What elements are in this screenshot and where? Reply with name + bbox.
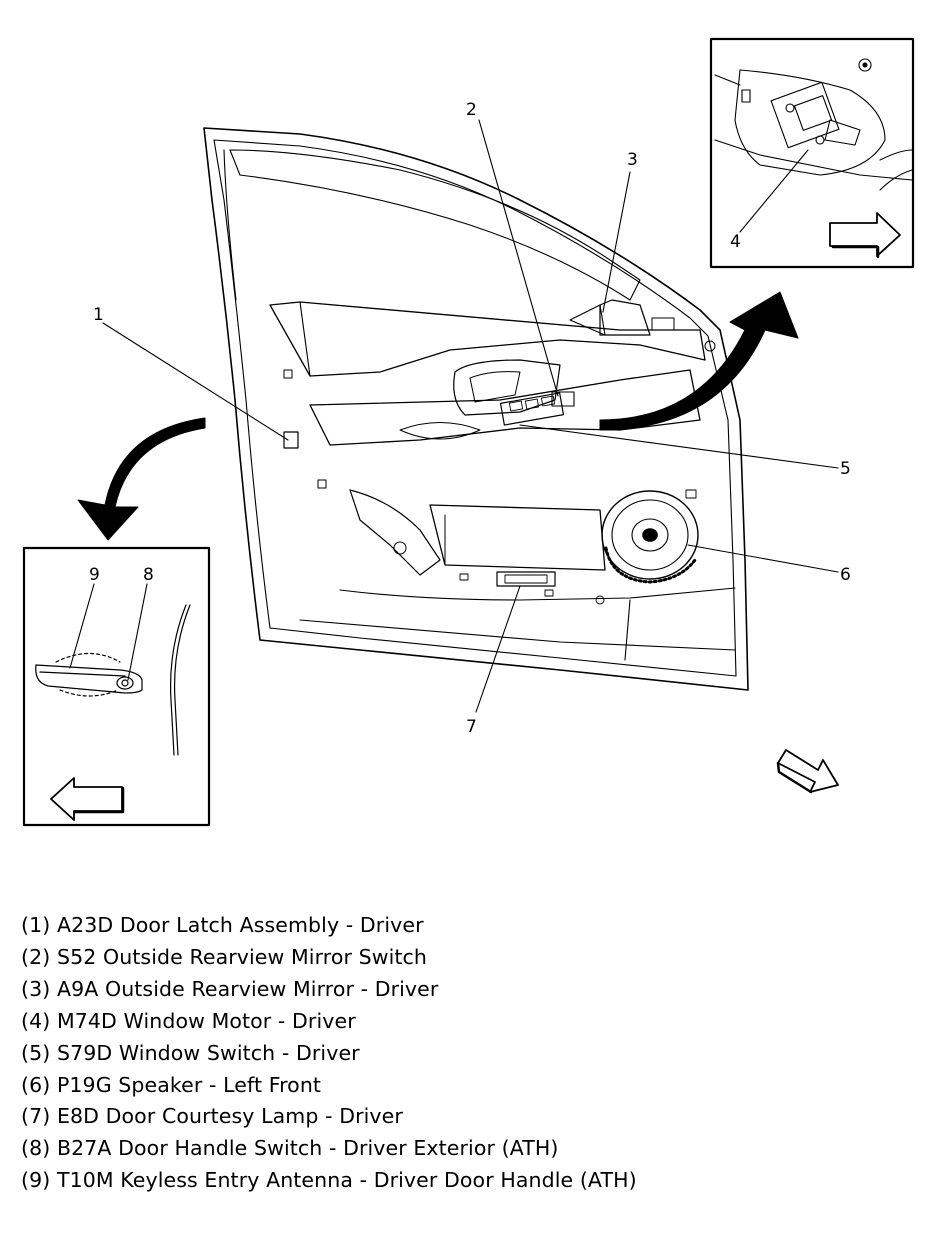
legend-item: (8) B27A Door Handle Switch - Driver Ext… xyxy=(21,1136,559,1161)
component-legend: (1) A23D Door Latch Assembly - Driver (2… xyxy=(21,910,637,1197)
legend-item: (1) A23D Door Latch Assembly - Driver xyxy=(21,913,424,937)
legend-item: (7) E8D Door Courtesy Lamp - Driver xyxy=(21,1104,403,1129)
curved-arrow-to-inset-4 xyxy=(599,291,799,431)
callout-3: 3 xyxy=(627,150,638,170)
legend-item: (3) A9A Outside Rearview Mirror - Driver xyxy=(21,976,439,1001)
callout-1: 1 xyxy=(93,305,104,325)
legend-item: (4) M74D Window Motor - Driver xyxy=(21,1008,356,1033)
legend-item: (2) S52 Outside Rearview Mirror Switch xyxy=(21,944,427,969)
curved-arrow-to-inset-8-9 xyxy=(77,417,206,541)
legend-item: (6) P19G Speaker - Left Front xyxy=(21,1072,322,1097)
callout-9: 9 xyxy=(89,565,100,585)
inset-window-motor xyxy=(709,37,915,269)
callout-5: 5 xyxy=(840,459,851,479)
legend-item: (9) T10M Keyless Entry Antenna - Driver … xyxy=(21,1168,637,1193)
callout-6: 6 xyxy=(840,565,851,585)
callout-4: 4 xyxy=(730,232,741,252)
callout-2: 2 xyxy=(466,100,477,120)
legend-item: (5) S79D Window Switch - Driver xyxy=(21,1040,360,1065)
callout-7: 7 xyxy=(466,717,477,737)
door-component-diagram: 1 2 3 4 5 6 7 8 9 xyxy=(22,37,915,827)
callout-8: 8 xyxy=(143,565,154,585)
door-assembly xyxy=(203,127,749,691)
inset-door-handle xyxy=(22,546,211,827)
direction-arrow xyxy=(777,749,839,793)
leader-lines xyxy=(69,119,839,713)
